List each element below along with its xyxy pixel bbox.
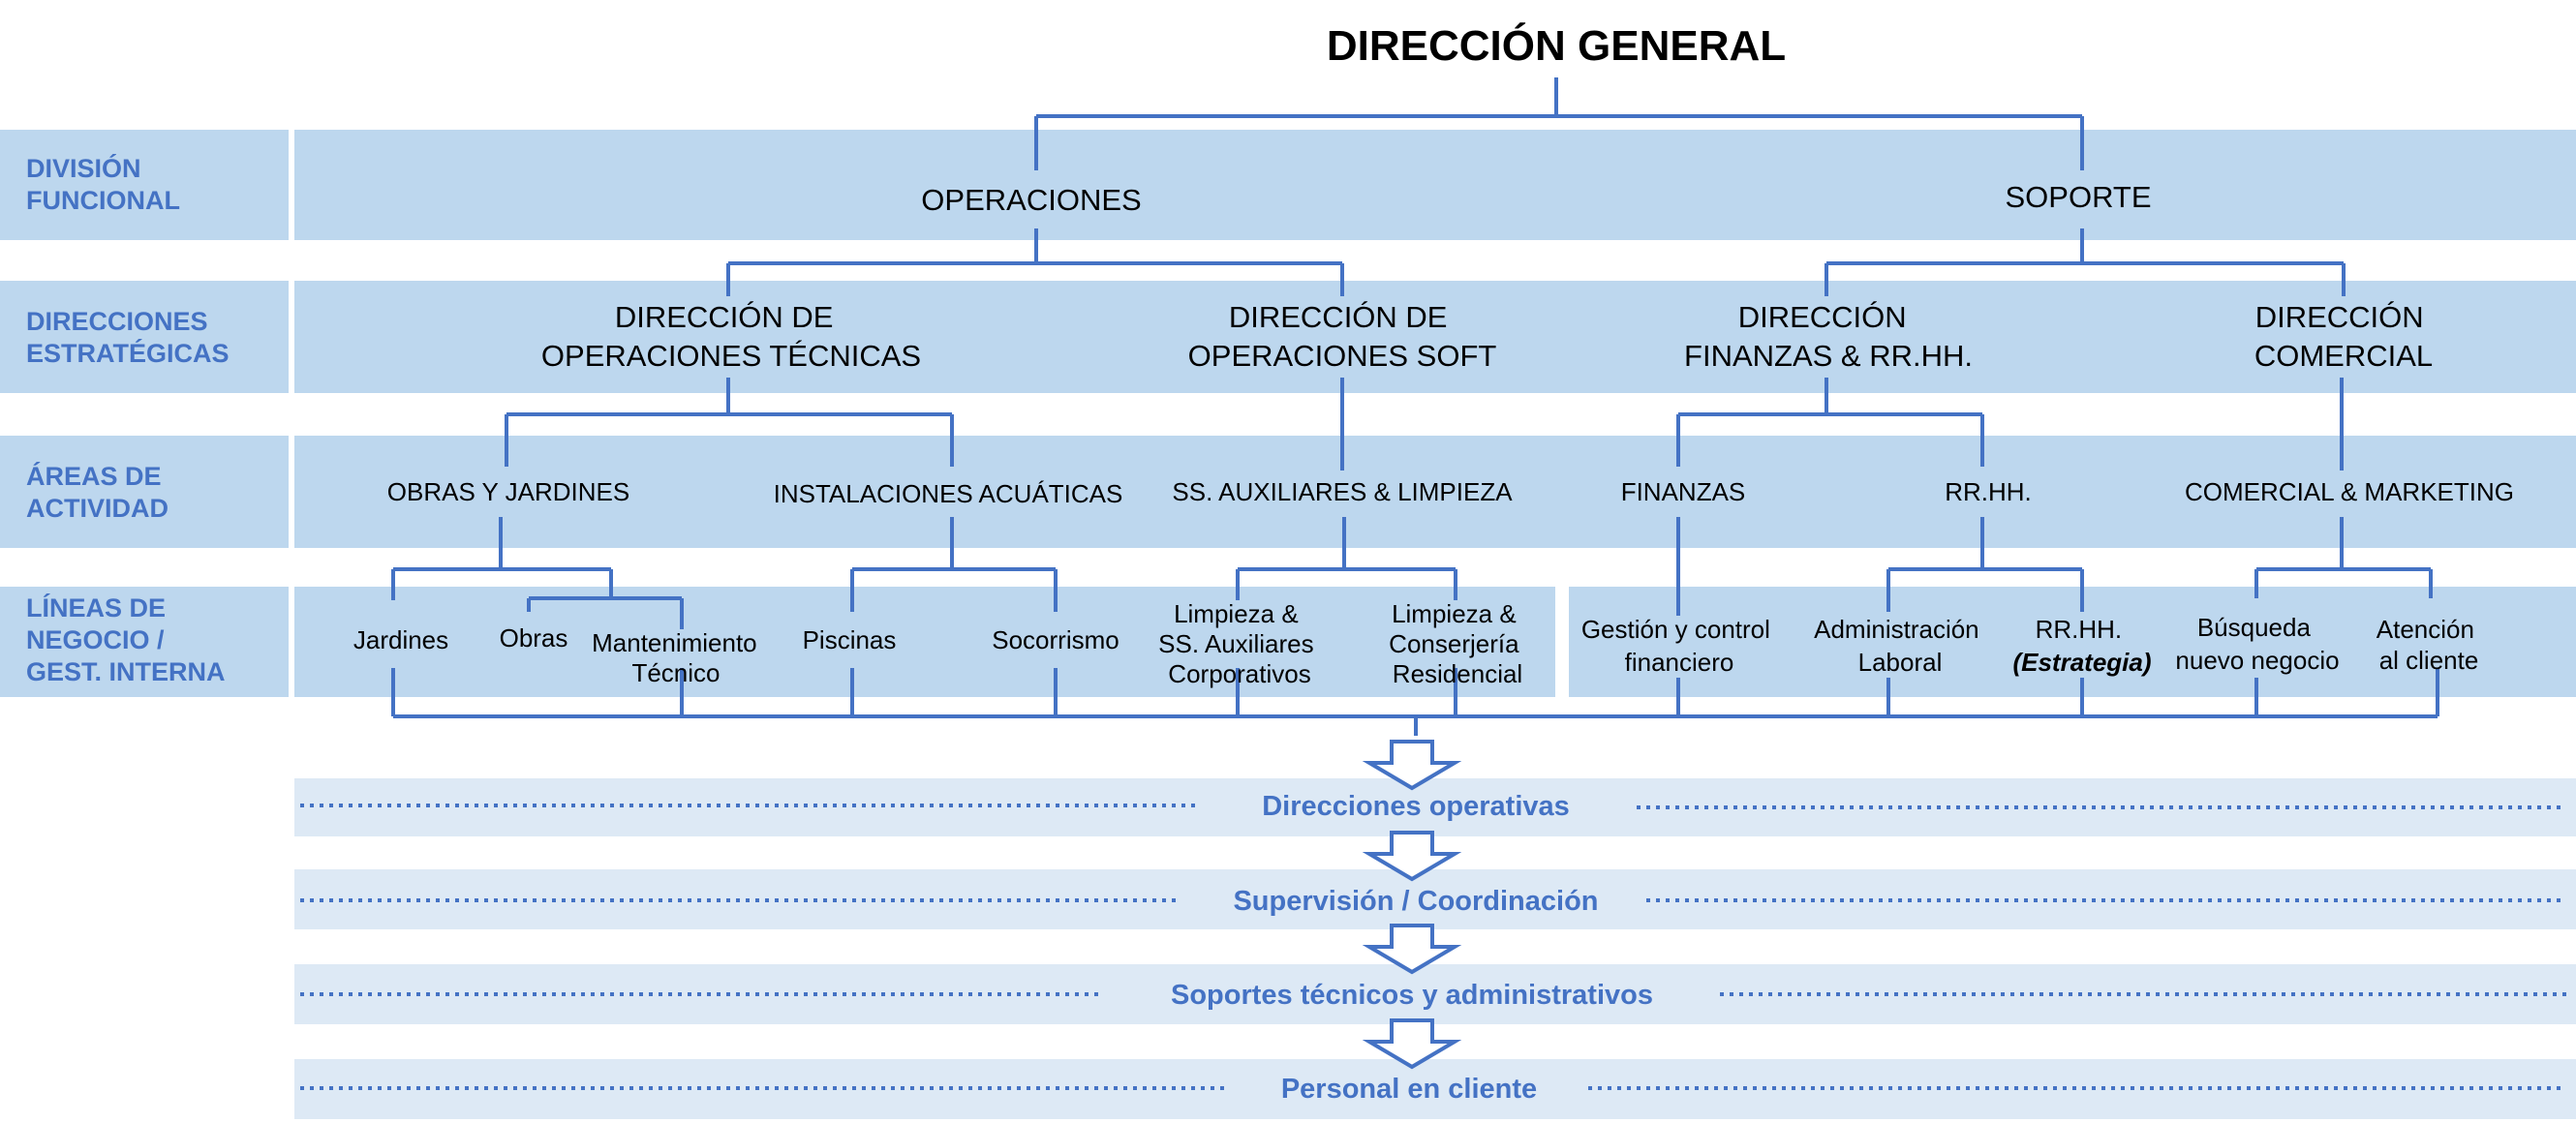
area-instalaciones-acuaticas: INSTALACIONES ACUÁTICAS [774,479,1123,508]
division-operaciones: OPERACIONES [921,183,1141,217]
row-label-division: DIVISIÓN FUNCIONAL [26,153,180,215]
linea-atencion-cliente: Atención al cliente [2377,615,2481,675]
linea-piscinas: Piscinas [803,625,897,654]
band-lineas-label [0,587,289,697]
area-auxiliares-limpieza: SS. AUXILIARES & LIMPIEZA [1172,477,1513,506]
linea-limpieza-corporativos: Limpieza & SS. Auxiliares Corporativos [1158,599,1321,688]
band-lineas-soporte [1569,587,2576,697]
down-arrow-4 [1362,1018,1462,1070]
band-division-label [0,130,289,240]
linea-obras: Obras [500,623,568,653]
linea-limpieza-residencial: Limpieza & Conserjería Residencial [1389,599,1526,688]
row-label-areas: ÁREAS DE ACTIVIDAD [26,461,169,523]
title-direccion-general: DIRECCIÓN GENERAL [1327,21,1786,70]
linea-jardines: Jardines [353,625,448,654]
direccion-finanzas-rrhh: DIRECCIÓN FINANZAS & RR.HH. [1684,300,1973,373]
linea-administracion-laboral: Administración Laboral [1814,615,1986,677]
direccion-operaciones-soft: DIRECCIÓN DE OPERACIONES SOFT [1188,300,1497,373]
band-lineas-operaciones [294,587,1555,697]
linea-socorrismo: Socorrismo [992,625,1119,654]
band-direcciones [294,281,2576,393]
level-direcciones-operativas: Direcciones operativas [1262,791,1570,822]
level-arrows [1362,740,1462,1070]
linea-busqueda-nuevo-negocio: Búsqueda nuevo negocio [2175,613,2339,675]
level-supervision-coordinacion: Supervisión / Coordinación [1233,886,1598,917]
division-soporte: SOPORTE [2005,180,2151,214]
band-division [294,130,2576,240]
row-label-direcciones: DIRECCIONES ESTRATÉGICAS [26,307,230,368]
area-rrhh: RR.HH. [1945,477,2032,506]
row-bands [0,130,2576,697]
connectors [391,77,2439,736]
down-arrow-2 [1362,831,1462,882]
down-arrow-1 [1362,740,1462,791]
band-areas [294,436,2576,548]
area-finanzas: FINANZAS [1621,477,1746,506]
area-obras-jardines: OBRAS Y JARDINES [387,477,629,506]
level-bands [294,778,2576,1119]
level-soportes-tecnicos: Soportes técnicos y administrativos [1171,980,1653,1011]
area-comercial-marketing: COMERCIAL & MARKETING [2185,477,2514,506]
level-band-4 [294,1059,2576,1119]
down-arrow-3 [1362,924,1462,975]
level-personal-cliente: Personal en cliente [1281,1074,1537,1105]
level-dotted-lines [300,804,2566,1090]
row-label-lineas: LÍNEAS DE NEGOCIO / GEST. INTERNA [26,592,226,686]
level-band-1 [294,778,2576,836]
band-direcciones-label [0,281,289,393]
linea-gestion-control-financiero: Gestión y control financiero [1581,615,1777,677]
direccion-comercial: DIRECCIÓN COMERCIAL [2254,300,2433,373]
linea-rrhh-estrategia: RR.HH. (Estrategia) [2012,615,2151,677]
linea-mantenimiento-tecnico: Mantenimiento Técnico [592,628,764,687]
direccion-operaciones-tecnicas: DIRECCIÓN DE OPERACIONES TÉCNICAS [541,300,921,373]
level-band-2 [294,869,2576,929]
band-areas-label [0,436,289,548]
